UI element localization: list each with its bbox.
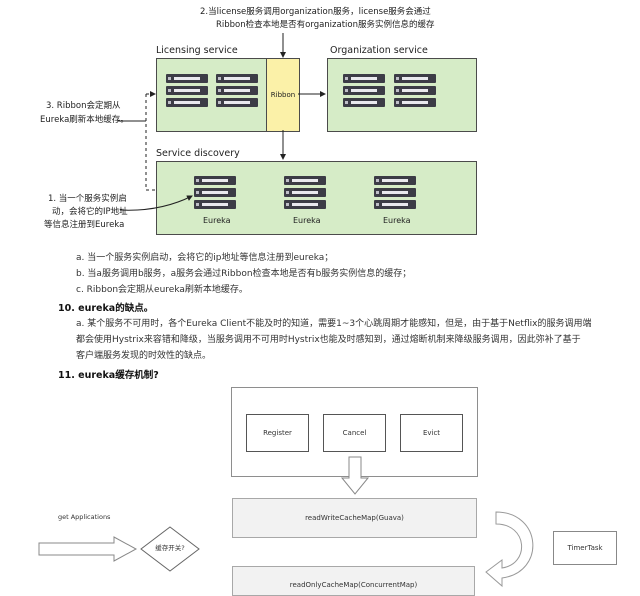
server-icon xyxy=(394,74,436,108)
register-box: Register xyxy=(246,414,309,452)
ribbon-label: Ribbon xyxy=(270,91,296,99)
top-note-line1: 2.当license服务调用organization服务，license服务会通… xyxy=(200,7,431,17)
evict-box: Evict xyxy=(400,414,463,452)
server-icon xyxy=(343,74,385,108)
left-note3-line1: 3. Ribbon会定期从 xyxy=(46,101,121,111)
organization-service-label: Organization service xyxy=(330,45,428,56)
explanation-line-c: c. Ribbon会定期从eureka刷新本地缓存。 xyxy=(76,285,248,295)
left-note1-line2: 动，会将它的IP地址 xyxy=(52,207,128,217)
down-arrow-icon xyxy=(340,456,370,495)
service-discovery-box xyxy=(156,161,477,235)
left-note3-line2: Eureka刷新本地缓存。 xyxy=(40,115,129,125)
read-only-cache-box: readOnlyCacheMap(ConcurrentMap) xyxy=(232,566,475,596)
eureka-label: Eureka xyxy=(293,216,321,225)
cache-switch-label: 缓存开关? xyxy=(155,544,185,552)
refresh-curve-arrow-icon xyxy=(485,511,534,588)
para10-line2: 都会使用Hystrix来容错和降级，当服务调用不可用时Hystrix也能及时感知… xyxy=(76,335,581,345)
server-icon xyxy=(166,74,208,108)
service-discovery-label: Service discovery xyxy=(156,148,240,159)
cache-switch-diamond xyxy=(140,526,200,572)
left-note1-line1: 1. 当一个服务实例启 xyxy=(48,194,127,204)
licensing-service-label: Licensing service xyxy=(156,45,238,56)
read-write-cache-box: readWriteCacheMap(Guava) xyxy=(232,498,477,538)
heading-10: 10. eureka的缺点。 xyxy=(58,303,154,314)
diagram-connectors xyxy=(118,33,326,211)
organization-service-box xyxy=(327,58,477,132)
arrow-note1-to-eureka xyxy=(119,195,193,211)
eureka-server-icon xyxy=(284,176,326,210)
timer-task-label: TimerTask xyxy=(567,544,603,552)
eureka-label: Eureka xyxy=(383,216,411,225)
cancel-label: Cancel xyxy=(342,429,367,437)
eureka-server-icon xyxy=(374,176,416,210)
para10-line1: a. 某个服务不可用时，各个Eureka Client不能及时的知道，需要1~3… xyxy=(76,319,592,329)
heading-11: 11. eureka缓存机制? xyxy=(58,370,159,381)
explanation-line-a: a. 当一个服务实例启动，会将它的ip地址等信息注册到eureka； xyxy=(76,253,334,263)
evict-label: Evict xyxy=(422,429,441,437)
read-write-cache-label: readWriteCacheMap(Guava) xyxy=(305,514,404,522)
get-applications-label: get Applications xyxy=(58,513,111,521)
timer-task-box: TimerTask xyxy=(553,531,617,565)
left-note1-line3: 等信息注册到Eureka xyxy=(44,220,125,230)
para10-line3: 客户端服务发现的时效性的缺点。 xyxy=(76,351,212,361)
right-arrow-icon xyxy=(38,536,138,562)
read-only-cache-label: readOnlyCacheMap(ConcurrentMap) xyxy=(289,581,418,589)
cancel-box: Cancel xyxy=(323,414,386,452)
explanation-line-b: b. 当a服务调用b服务，a服务会通过Ribbon检查本地是否有b服务实例信息的… xyxy=(76,269,412,279)
top-note-line2: Ribbon检查本地是否有organization服务实例信息的缓存 xyxy=(216,20,435,30)
server-icon xyxy=(216,74,258,108)
ribbon-box: Ribbon xyxy=(266,58,300,132)
register-label: Register xyxy=(263,429,292,437)
eureka-label: Eureka xyxy=(203,216,231,225)
eureka-server-icon xyxy=(194,176,236,210)
